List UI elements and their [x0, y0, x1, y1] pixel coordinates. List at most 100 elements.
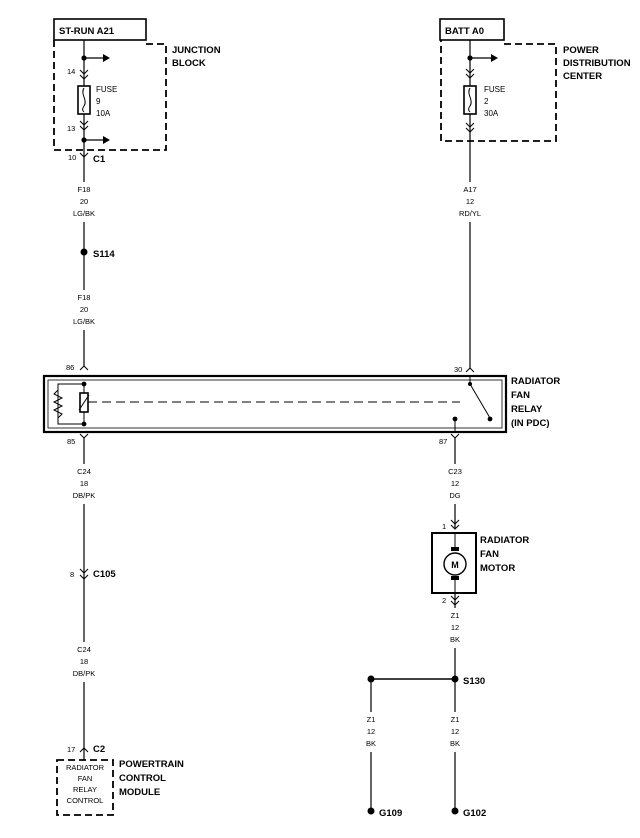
ground-icon: [451, 807, 459, 815]
radiator-fan-motor: M RADIATOR FAN MOTOR: [431, 532, 529, 594]
motor-label-3: MOTOR: [480, 563, 515, 574]
st-run-source: ST-RUN A21: [53, 18, 147, 41]
wire-color: DB/PK: [73, 491, 96, 500]
batt-source: BATT A0: [439, 18, 505, 41]
pcm-inner-label: CONTROL: [67, 796, 104, 805]
wire-label: F18: [78, 185, 91, 194]
pdc-label-1: POWER: [563, 45, 599, 56]
wire-label: Z1: [451, 611, 460, 620]
relay-box: [42, 374, 508, 434]
connector-chevron-icon: [79, 152, 89, 158]
bus-arrow-pdc-icon: [491, 54, 498, 62]
motor-label-1: RADIATOR: [480, 535, 529, 546]
wire-gauge: 20: [80, 305, 88, 314]
motor-symbol: M: [451, 560, 459, 570]
pin-86: 86: [66, 363, 74, 372]
wire-gauge: 18: [80, 657, 88, 666]
batt-label: BATT A0: [445, 26, 484, 37]
connector-chevron-icon: [79, 568, 89, 580]
st-run-label: ST-RUN A21: [59, 26, 115, 37]
motor-icon: [443, 552, 467, 576]
ground-g102-label: G102: [463, 808, 486, 819]
connector-chevron-icon: [79, 747, 89, 753]
wire-label: Z1: [367, 715, 376, 724]
powertrain-control-module: RADIATOR FAN RELAY CONTROL POWERTRAIN CO…: [56, 759, 184, 816]
wire-color: DG: [449, 491, 460, 500]
fuse-9-circuit: 14 FUSE 9 10A 13 10 C1: [67, 40, 117, 165]
relay-switch-blade: [469, 383, 491, 419]
wire-gauge: 18: [80, 479, 88, 488]
pcm-inner-label: RADIATOR: [66, 763, 105, 772]
pin-14: 14: [67, 67, 75, 76]
pin-30: 30: [454, 365, 462, 374]
pin-17: 17: [67, 745, 75, 754]
radiator-fan-relay: RADIATOR FAN RELAY (IN PDC): [42, 374, 560, 434]
fuse-2-rating: 30A: [484, 109, 499, 118]
wire-gauge: 12: [466, 197, 474, 206]
pin-87: 87: [439, 437, 447, 446]
wire-label: F18: [78, 293, 91, 302]
pdc-label-2: DISTRIBUTION: [563, 58, 631, 69]
wire-label: C24: [77, 645, 91, 654]
wire-z1-motor: 2 Z1 12 BK: [439, 593, 471, 808]
relay-label-1: RADIATOR: [511, 376, 560, 387]
wire-color: DB/PK: [73, 669, 96, 678]
connector-chevron-icon: [465, 68, 475, 79]
wire-z1-g102: Z1 12 BK: [439, 712, 471, 752]
wire-z1-g109: Z1 12 BK: [355, 679, 387, 808]
fuse-9-rating: 10A: [96, 109, 111, 118]
wire-c23: 87 C23 12 DG 1: [439, 433, 471, 531]
connector-c105: C105: [93, 569, 116, 580]
connector-chevron-icon: [450, 433, 460, 439]
junction-block: JUNCTION BLOCK: [53, 40, 221, 151]
wire-gauge: 12: [451, 479, 459, 488]
bus-arrow-top-icon: [103, 54, 110, 62]
pin-10: 10: [68, 153, 76, 162]
wire-label: C24: [77, 467, 91, 476]
pin-2: 2: [442, 596, 446, 605]
connector-chevron-icon: [79, 365, 89, 371]
pin-1: 1: [442, 522, 446, 531]
wire-color: LG/BK: [73, 317, 95, 326]
fuse-2-label: FUSE: [484, 85, 505, 94]
splice-s130-label: S130: [463, 676, 485, 687]
fuse-9-body: [77, 85, 91, 115]
wire-a17: A17 12 RD/YL 30: [454, 182, 486, 374]
wire-label: Z1: [451, 715, 460, 724]
fuse-9-label: FUSE: [96, 85, 117, 94]
wire-label: C23: [448, 467, 462, 476]
connector-chevron-icon: [450, 519, 460, 530]
junction-block-label-2: BLOCK: [172, 58, 206, 69]
ground-g102: G102: [451, 807, 486, 819]
pin-85: 85: [67, 437, 75, 446]
relay-resistor-icon: [52, 389, 64, 419]
motor-label-2: FAN: [480, 549, 499, 560]
splice-s130-dot: [451, 675, 459, 683]
fuse-2-body: [463, 85, 477, 115]
splice-s130: S130: [367, 675, 485, 687]
pcm-inner-label: RELAY: [73, 785, 97, 794]
fuse-9-number: 9: [96, 97, 101, 106]
wire-color: BK: [366, 739, 376, 748]
wire-gauge: 12: [367, 727, 375, 736]
fuse-9-element-icon: [82, 87, 86, 113]
connector-chevron-icon: [79, 120, 89, 131]
relay-label-3: RELAY: [511, 404, 543, 415]
power-distribution-center: POWER DISTRIBUTION CENTER: [440, 40, 631, 142]
connector-c2: C2: [93, 744, 105, 755]
splice-s114-dot: [80, 248, 88, 256]
ground-icon: [367, 807, 375, 815]
wire-color: BK: [450, 739, 460, 748]
relay-label-4: (IN PDC): [511, 418, 550, 429]
connector-chevron-icon: [465, 122, 475, 133]
connector-chevron-icon: [79, 69, 89, 80]
wire-f18: F18 20 LG/BK S114 F18 20 LG/BK 86: [66, 164, 115, 372]
wire-gauge: 20: [80, 197, 88, 206]
relay-label-2: FAN: [511, 390, 530, 401]
ground-g109: G109: [367, 807, 402, 819]
fuse-2-element-icon: [468, 87, 472, 113]
bus-arrow-bottom-icon: [103, 136, 110, 144]
junction-block-label-1: JUNCTION: [172, 45, 221, 56]
wire-gauge: 12: [451, 727, 459, 736]
